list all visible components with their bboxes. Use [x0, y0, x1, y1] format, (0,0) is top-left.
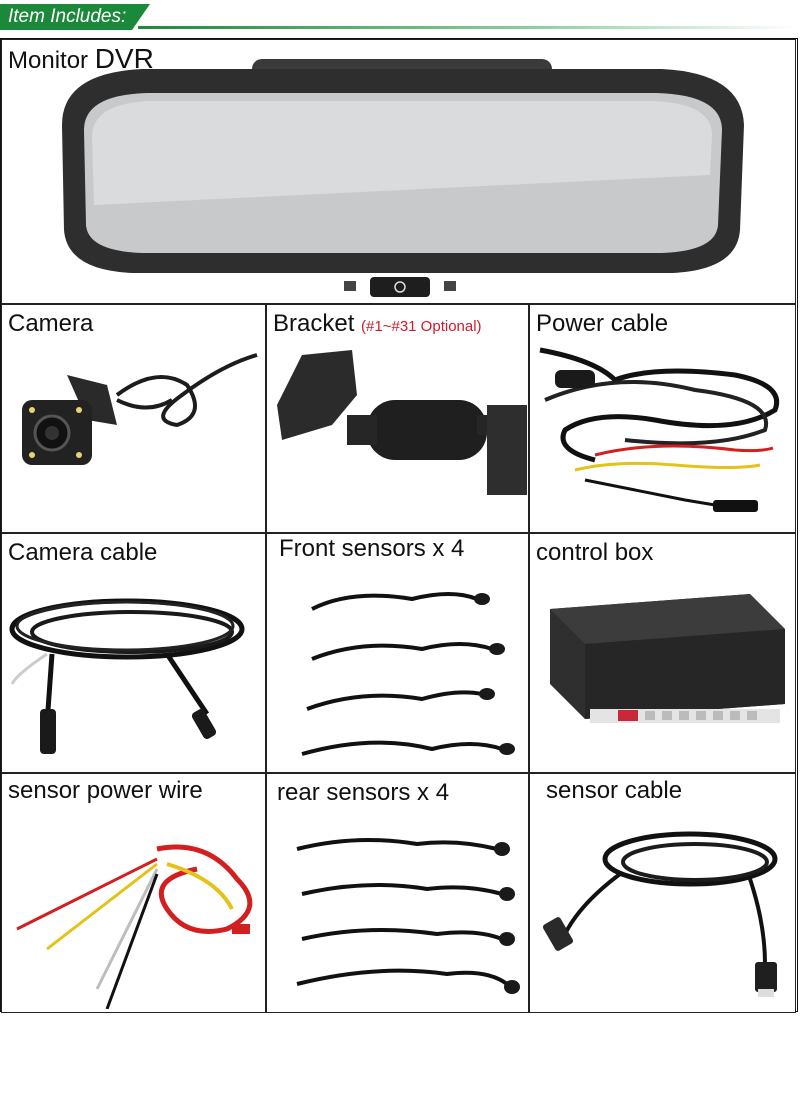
item-sensor-power-wire: sensor power wire: [1, 773, 266, 1013]
items-grid: Monitor DVR Camera: [0, 38, 798, 1013]
item-rear-sensors: rear sensors x 4: [266, 773, 529, 1013]
item-power-cable: Power cable: [529, 304, 796, 533]
banner-tag: [0, 4, 150, 30]
banner-title: Item Includes:: [8, 6, 127, 27]
control-box-icon: [550, 594, 785, 723]
item-label-note: (#1~#31 Optional): [361, 318, 482, 335]
item-label: Power cable: [536, 310, 669, 337]
rear-camera-icon: [22, 353, 258, 465]
camera-cable-icon: [9, 598, 245, 754]
item-label: control box: [536, 539, 654, 566]
section-banner: Item Includes:: [0, 0, 800, 34]
item-label: Monitor DVR: [8, 43, 154, 74]
front-sensors-icon: [301, 592, 515, 756]
item-label-text: Monitor: [8, 47, 89, 74]
item-label-extra: DVR: [94, 43, 154, 74]
item-camera-cable: Camera cable: [1, 533, 266, 773]
item-label: sensor cable: [546, 777, 683, 804]
sensor-cable-icon: [542, 831, 778, 997]
item-label: rear sensors x 4: [277, 779, 450, 806]
bracket-icon: [277, 350, 527, 495]
item-label: Camera cable: [8, 539, 158, 566]
banner-divider: [138, 26, 798, 29]
item-control-box: control box: [529, 533, 796, 773]
item-label-text: Bracket: [273, 310, 355, 337]
rear-sensors-icon: [296, 838, 520, 994]
power-cable-icon: [539, 347, 779, 512]
item-label: sensor power wire: [8, 777, 203, 804]
item-bracket: Bracket (#1~#31 Optional): [266, 304, 529, 533]
item-sensor-cable: sensor cable: [529, 773, 796, 1013]
item-camera: Camera: [1, 304, 266, 533]
sensor-power-wire-icon: [16, 844, 253, 1009]
item-label: Camera: [8, 310, 94, 337]
item-label: Bracket (#1~#31 Optional): [273, 311, 482, 340]
item-label: Front sensors x 4: [279, 535, 465, 562]
item-front-sensors: Front sensors x 4: [266, 533, 529, 773]
mirror-monitor-icon: [62, 59, 744, 297]
item-monitor-dvr: Monitor DVR: [1, 39, 796, 304]
